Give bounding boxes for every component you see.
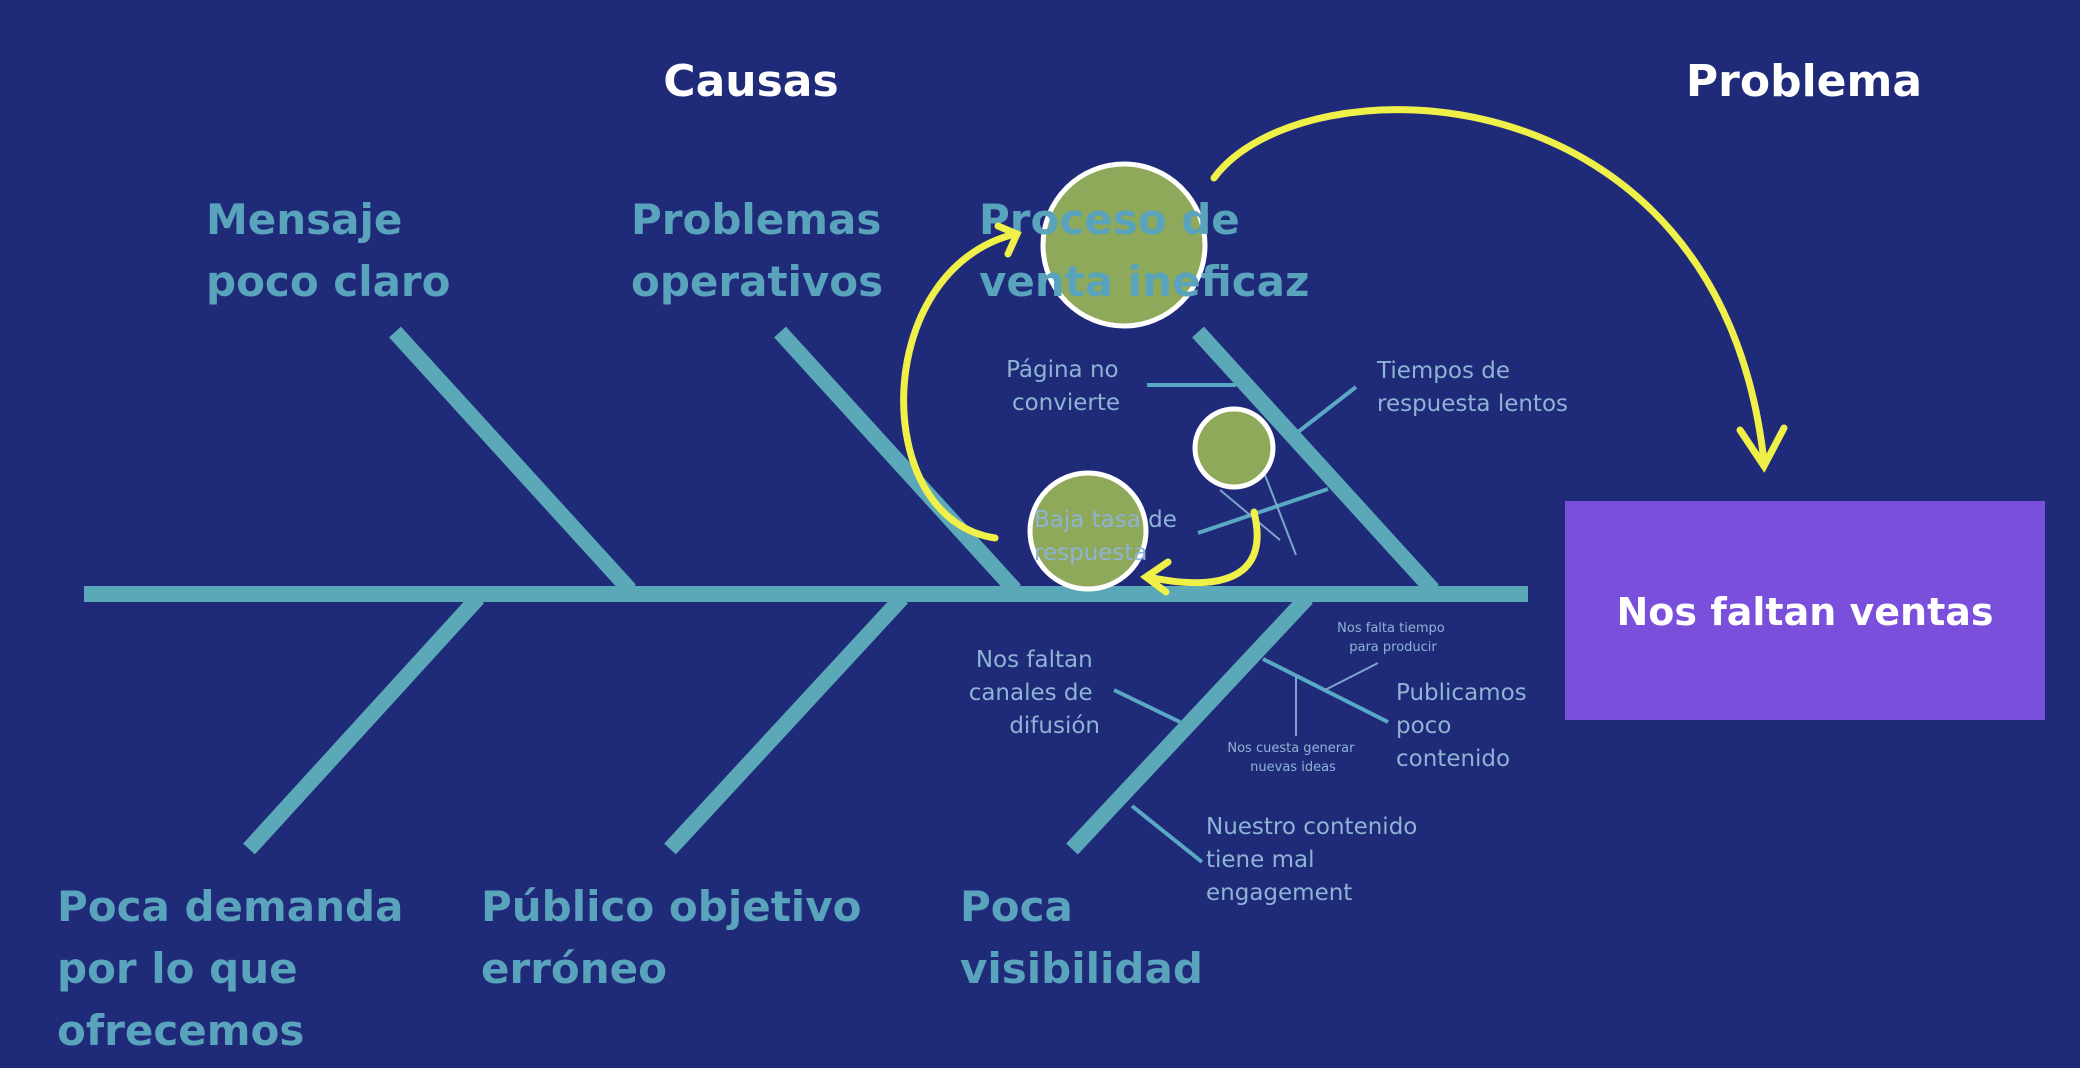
category-line: Problemas <box>631 195 881 244</box>
twig-canales <box>1113 688 1181 724</box>
causes-header: Causas <box>663 56 838 107</box>
twig-tiempo-producir <box>1324 662 1379 691</box>
subcause-line: Página no <box>1006 357 1119 383</box>
subcause-line: respuesta lentos <box>1377 391 1568 417</box>
subcause-pagina: Página no convierte <box>1006 357 1126 416</box>
subcause-line: canales de <box>969 680 1093 706</box>
category-line: ofrecemos <box>57 1006 304 1055</box>
subcause-line: Nos faltan <box>976 647 1093 673</box>
category-line: por lo que <box>57 944 298 993</box>
category-publico-objetivo: Público objetivo erróneo <box>481 882 876 993</box>
subcause-line: difusión <box>1009 713 1100 739</box>
arrowhead-icon <box>994 222 1022 258</box>
category-poca-demanda: Poca demanda por lo que ofrecemos <box>57 882 418 1055</box>
highlight-circle-small <box>1192 406 1276 490</box>
arrow-to-problem <box>1210 106 1768 466</box>
problem-header: Problema <box>1686 56 1922 107</box>
bone-top-1 <box>389 326 636 596</box>
subcause-line: Nos cuesta generar <box>1227 741 1355 756</box>
category-mensaje: Mensaje poco claro <box>206 195 451 306</box>
category-line: Público objetivo <box>481 882 861 931</box>
problem-box <box>1565 501 2045 720</box>
arrowhead-icon <box>1139 558 1172 596</box>
subcause-nuevas-ideas: Nos cuesta generar nuevas ideas <box>1227 741 1358 775</box>
bone-bottom-3 <box>1066 592 1313 855</box>
subcause-line: engagement <box>1206 880 1352 906</box>
subcause-canales: Nos faltan canales de difusión <box>969 647 1100 739</box>
category-line: visibilidad <box>960 944 1203 993</box>
twig-engagement <box>1130 804 1204 864</box>
bone-top-2 <box>774 326 1021 596</box>
subcause-line: tiene mal <box>1206 847 1315 873</box>
category-proceso-venta: Proceso de venta ineficaz <box>979 195 1309 306</box>
category-line: operativos <box>631 257 883 306</box>
subcause-tiempo-producir: Nos falta tiempo para producir <box>1337 621 1449 655</box>
twig-minor-2 <box>1219 489 1281 541</box>
subcause-engagement: Nuestro contenido tiene mal engagement <box>1206 814 1425 906</box>
twig-baja-tasa <box>1197 487 1329 535</box>
category-line: Poca <box>960 882 1073 931</box>
category-line: Mensaje <box>206 195 402 244</box>
arrow-up-left <box>900 230 1019 542</box>
twig-tiempos <box>1296 385 1358 434</box>
subcause-line: Baja tasa de <box>1034 507 1177 533</box>
subcause-line: para producir <box>1349 640 1437 655</box>
bone-bottom-1 <box>243 592 484 855</box>
subcause-publicamos: Publicamos poco contenido <box>1396 680 1534 772</box>
category-line: poco claro <box>206 257 451 306</box>
subcause-line: Nuestro contenido <box>1206 814 1417 840</box>
subcause-line: respuesta <box>1034 540 1148 566</box>
highlight-circle-large <box>1040 161 1208 329</box>
subcause-baja-tasa: Baja tasa de respuesta <box>1034 507 1184 566</box>
category-poca-visibilidad: Poca visibilidad <box>960 882 1203 993</box>
category-line: erróneo <box>481 944 667 993</box>
category-problemas-operativos: Problemas operativos <box>631 195 896 306</box>
category-line: Proceso de <box>979 195 1240 244</box>
subcause-line: nuevas ideas <box>1250 760 1336 775</box>
subcause-line: Tiempos de <box>1376 358 1510 384</box>
problem-label: Nos faltan ventas <box>1616 590 1993 634</box>
subcause-line: convierte <box>1012 390 1120 416</box>
arrowhead-icon <box>1736 424 1788 473</box>
bone-top-3 <box>1192 326 1439 596</box>
category-line: venta ineficaz <box>979 257 1309 306</box>
subcause-line: contenido <box>1396 746 1510 772</box>
highlight-circle-medium <box>1027 470 1149 592</box>
twig-minor-1 <box>1264 474 1297 556</box>
category-line: Poca demanda <box>57 882 403 931</box>
subcause-tiempos: Tiempos de respuesta lentos <box>1376 358 1568 417</box>
subcause-line: Nos falta tiempo <box>1337 621 1445 636</box>
subcause-line: Publicamos <box>1396 680 1527 706</box>
arrow-small-curve <box>1144 508 1261 587</box>
subcause-line: poco <box>1396 713 1451 739</box>
bone-bottom-2 <box>664 592 908 855</box>
